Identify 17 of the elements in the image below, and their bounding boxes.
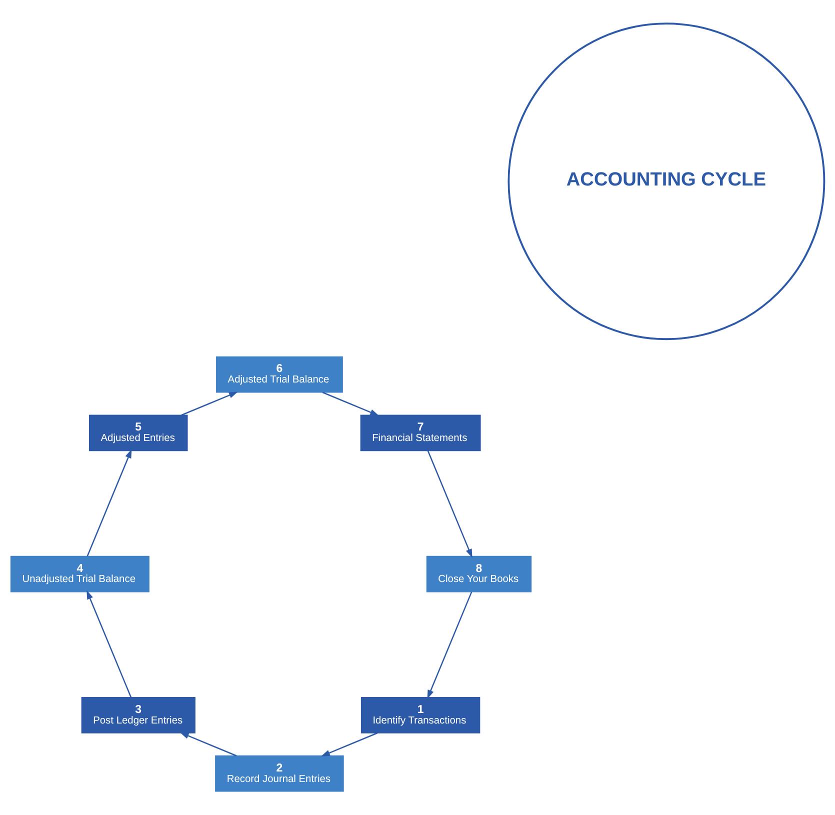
arrow (181, 392, 238, 416)
node-box: 8 Close Your Books (426, 556, 532, 592)
node-box: 1 Identify Transactions (360, 696, 480, 734)
arrow (321, 732, 378, 756)
node-box: 2 Record Journal Entries (215, 755, 344, 792)
arrow (86, 449, 132, 556)
node-circle: ACCOUNTING CYCLE (508, 22, 826, 340)
arrow (322, 392, 380, 416)
node-box: 6 Adjusted Trial Balance (216, 356, 343, 393)
arrow (427, 592, 472, 699)
arrow (180, 732, 237, 756)
node-box: 4 Unadjusted Trial Balance (10, 556, 150, 592)
arrow (86, 590, 132, 698)
node-box: 5 Adjusted Entries (88, 414, 188, 452)
arrow (427, 450, 472, 558)
node-box: 3 Post Ledger Entries (81, 696, 196, 734)
node-box: 7 Financial Statements (360, 414, 481, 452)
